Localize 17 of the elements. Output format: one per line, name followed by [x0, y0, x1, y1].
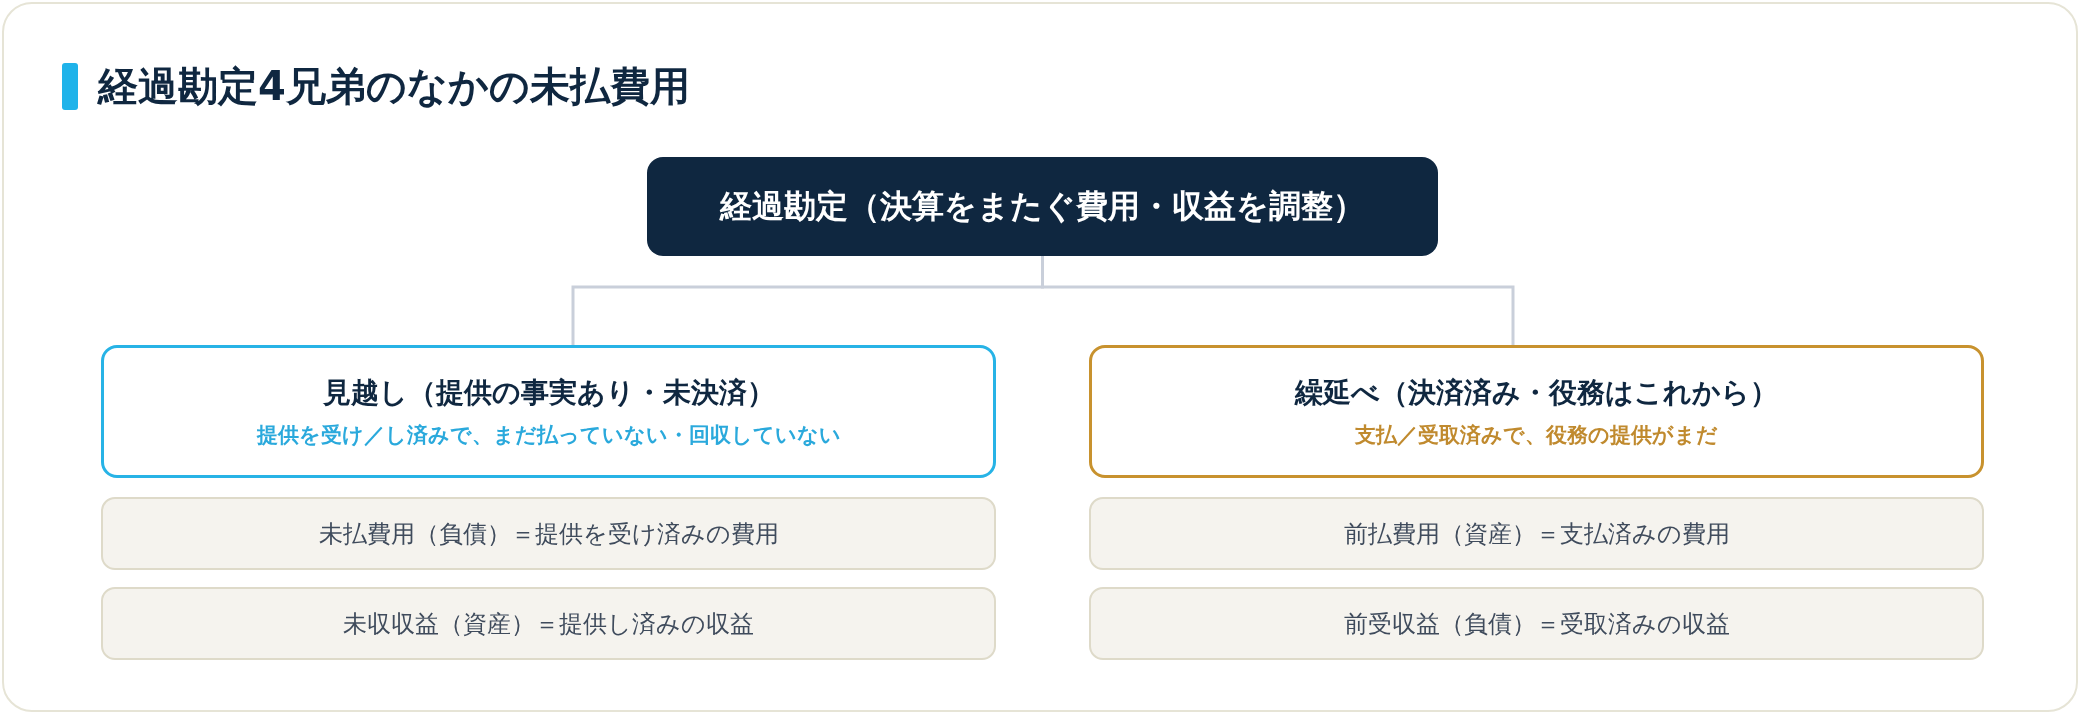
account-definition: 前払費用（資産）＝支払済みの費用: [1343, 518, 1730, 550]
account-card: [101, 497, 996, 570]
group-heading: 繰延べ（決済済み・役務はこれから）: [1295, 374, 1778, 411]
account-card: [101, 587, 996, 660]
account-card: [1089, 587, 1984, 660]
group-description: 支払／受取済みで、役務の提供がまだ: [1355, 421, 1718, 449]
root-label: 経過勘定（決算をまたぐ費用・収益を調整）: [720, 185, 1365, 227]
group-heading: 見越し（提供の事実あり・未決済）: [322, 374, 775, 411]
group-description: 提供を受け／し済みで、まだ払っていない・回収していない: [256, 421, 841, 449]
diagram-title: 経過勘定4兄弟のなかの未払費用: [98, 62, 690, 111]
root-box: [647, 157, 1438, 256]
category-card: [1089, 345, 1984, 478]
account-card: [1089, 497, 1984, 570]
category-card: [101, 345, 996, 478]
account-definition: 未収収益（資産）＝提供し済みの収益: [343, 608, 754, 640]
account-definition: 未払費用（負債）＝提供を受け済みの費用: [318, 518, 779, 550]
account-definition: 前受収益（負債）＝受取済みの収益: [1343, 608, 1730, 640]
